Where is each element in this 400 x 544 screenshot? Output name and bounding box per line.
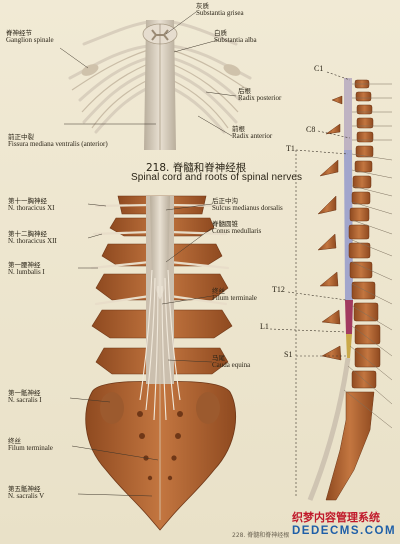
marker-l1: L1 — [260, 322, 269, 331]
label-anterior-fissure: 前正中裂 Fissura mediana ventralis (anterior… — [8, 134, 108, 148]
label-en: Fissura mediana ventralis (anterior) — [8, 139, 108, 148]
label-zh: 终丝 — [8, 437, 21, 445]
label-thoracic-11: 第十一胸神经 N. thoracicus XI — [8, 198, 54, 212]
label-en: N. thoracicus XI — [8, 203, 55, 212]
label-sacral-1: 第一骶神经 N. sacralis I — [8, 390, 42, 404]
leader-lines — [59, 11, 237, 497]
label-zh: 第十一胸神经 — [8, 197, 47, 205]
label-zh: 前根 — [232, 125, 245, 133]
label-en: Substantia alba — [214, 35, 257, 44]
label-sacral-5: 第五骶神经 N. sacralis V — [8, 486, 44, 500]
label-en: Filum terminale — [212, 293, 257, 302]
label-thoracic-12: 第十二胸神经 N. thoracicus XII — [8, 231, 57, 245]
label-conus-medullaris: 脊髓圆锥 Conus medullaris — [212, 221, 261, 235]
watermark-line1: 织梦内容管理系统 — [292, 511, 380, 524]
marker-t1: T1 — [286, 144, 295, 153]
label-en: Radix posterior — [238, 93, 282, 102]
figure-title-en: Spinal cord and roots of spinal nerves — [131, 172, 303, 183]
label-zh: 后根 — [238, 87, 251, 95]
label-en: N. thoracicus XII — [8, 236, 57, 245]
figure-title-zh: 218. 脊髓和脊神经根 — [146, 162, 247, 174]
label-spinal-ganglion: 脊神经节 Ganglion spinale — [6, 30, 54, 44]
label-zh: 后正中沟 — [212, 197, 238, 205]
label-en: Substantia grisea — [196, 8, 244, 17]
cord-segment-drawing — [68, 20, 252, 150]
label-filum-terminale-external: 终丝 Filum terminale — [8, 438, 53, 452]
label-zh: 脊神经节 — [6, 29, 32, 37]
page-caption: 228. 脊髓和脊神经根 — [232, 532, 290, 539]
label-cauda-equina: 马尾 Cauda equina — [212, 355, 250, 369]
label-zh: 灰质 — [196, 2, 209, 10]
label-zh: 马尾 — [212, 354, 225, 362]
label-en: Conus medullaris — [212, 226, 262, 235]
marker-s1: S1 — [284, 350, 293, 359]
dorsal-spine-drawing — [85, 195, 236, 531]
label-filum-terminale-internal: 终丝 Filum terminale — [212, 288, 257, 302]
site-watermark: 织梦内容管理系统 DEDECMS.COM — [292, 509, 396, 537]
label-en: Sulcus medianus dorsalis — [212, 203, 283, 212]
marker-t12: T12 — [272, 285, 285, 294]
sagittal-spine-drawing — [269, 71, 393, 501]
label-zh: 终丝 — [212, 287, 225, 295]
label-posterior-root: 后根 Radix posterior — [238, 88, 281, 102]
conus-medullaris-shape — [150, 196, 170, 300]
label-en: N. sacralis V — [8, 491, 45, 500]
label-lumbar-1: 第一腰神经 N. lumbalis I — [8, 262, 45, 276]
marker-c8: C8 — [306, 125, 316, 134]
label-white-matter: 白质 Substantia alba — [214, 30, 257, 44]
label-zh: 第十二胸神经 — [8, 230, 47, 238]
label-en: N. lumbalis I — [8, 267, 45, 276]
marker-c1: C1 — [314, 64, 324, 73]
label-en: Cauda equina — [212, 360, 251, 369]
label-zh: 第一骶神经 — [8, 389, 41, 397]
label-anterior-root: 前根 Radix anterior — [232, 126, 272, 140]
label-en: Ganglion spinale — [6, 35, 54, 44]
label-gray-matter: 灰质 Substantia grisea — [196, 3, 244, 17]
label-en: Radix anterior — [232, 131, 273, 140]
label-zh: 前正中裂 — [8, 133, 34, 141]
label-zh: 白质 — [214, 29, 227, 37]
label-zh: 第一腰神经 — [8, 261, 41, 269]
label-en: Filum terminale — [8, 443, 53, 452]
label-zh: 脊髓圆锥 — [212, 220, 238, 228]
watermark-line2: DEDECMS.COM — [292, 525, 397, 537]
label-en: N. sacralis I — [8, 395, 42, 404]
label-posterior-sulcus: 后正中沟 Sulcus medianus dorsalis — [212, 198, 283, 212]
label-zh: 第五骶神经 — [8, 485, 41, 493]
